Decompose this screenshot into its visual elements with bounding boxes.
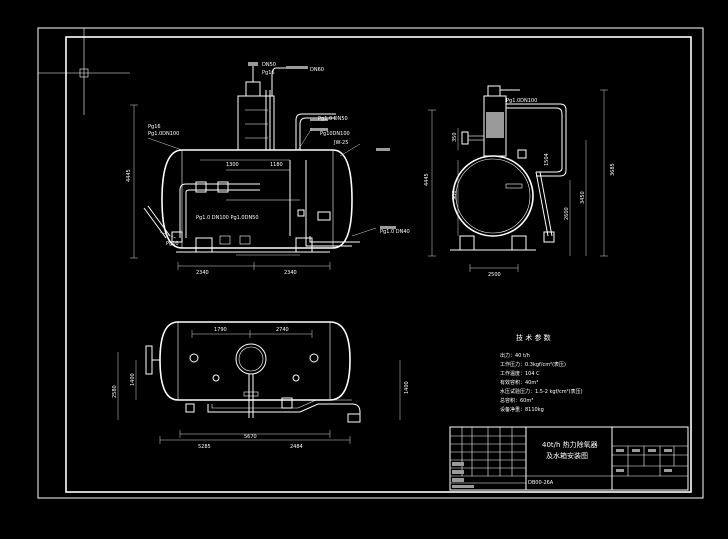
nozzle-label-right-4: Pg1.0 DN40 bbox=[380, 229, 410, 235]
drawing-title-line2: 及水箱安装图 bbox=[546, 451, 588, 460]
plan-dim-bottom-1: 5285 bbox=[198, 444, 211, 450]
tech-param-line: 水压试验压力：1.5-2 kgf/cm²(表压) bbox=[500, 388, 583, 395]
tech-param-line: 工作温度：104 C bbox=[500, 370, 540, 377]
tech-param-line: 出力：40 t/h bbox=[500, 352, 530, 359]
side-view-labels: Pg1.0DN100 4445 3685 350 900 2600 3450 1… bbox=[424, 98, 616, 278]
side-dim-inner-4: 3450 bbox=[580, 191, 586, 204]
sheet-frames bbox=[37, 27, 704, 499]
drawing-title-line1: 40t/h 热力除氧器 bbox=[542, 440, 598, 449]
nozzle-label-low: Pg10 bbox=[166, 241, 179, 247]
drawing-number: DB00-26A bbox=[528, 480, 554, 486]
plan-dim-left-1: 2580 bbox=[112, 385, 118, 398]
front-dim-top-1: 1300 bbox=[226, 162, 239, 168]
nozzle-label-left-1: Pg16 bbox=[148, 124, 161, 130]
nozzle-label-right-2: Pg10DN100 bbox=[320, 131, 350, 137]
side-dim-height-2: 3685 bbox=[610, 163, 616, 176]
side-dim-inner-2: 900 bbox=[452, 190, 458, 200]
nozzle-label-right-3: JW-25 bbox=[333, 140, 348, 146]
nozzle-label-top-1: DN50 bbox=[262, 62, 276, 68]
side-dim-inner-3: 2600 bbox=[564, 207, 570, 220]
side-dim-inner-5: 1504 bbox=[544, 153, 550, 166]
side-dim-bottom: 2500 bbox=[488, 272, 501, 278]
plan-dim-top-2: 2740 bbox=[276, 327, 289, 333]
plan-dim-bottom-2: 2484 bbox=[290, 444, 303, 450]
side-view bbox=[428, 85, 608, 272]
nozzle-label-right-1: Pg1.0 DN50 bbox=[318, 116, 348, 122]
plan-dim-top-1: 1790 bbox=[214, 327, 227, 333]
nozzle-label-mid: Pg1.0 DN100 Pg1.0DN50 bbox=[196, 215, 259, 221]
crosshair-cursor bbox=[38, 28, 130, 115]
front-dim-top-2: 1180 bbox=[270, 162, 283, 168]
plan-dim-left-2: 1400 bbox=[130, 373, 136, 386]
nozzle-label-top-1b: Pg16 bbox=[262, 70, 275, 76]
front-view bbox=[130, 62, 396, 270]
title-block-text: 40t/h 热力除氧器 及水箱安装图 DB00-26A bbox=[528, 440, 598, 486]
plan-view bbox=[117, 321, 401, 444]
front-dim-bottom-1: 2340 bbox=[196, 270, 209, 276]
plan-dim-mid: 5670 bbox=[244, 434, 257, 440]
plan-view-labels: 1790 2740 5670 5285 2484 2580 1400 1400 bbox=[112, 327, 410, 450]
front-view-labels: DN50 Pg16 DN60 Pg16 Pg1.0DN100 Pg1.0 DN5… bbox=[126, 62, 410, 276]
title-block bbox=[449, 426, 689, 491]
plan-dim-right: 1400 bbox=[404, 381, 410, 394]
tech-param-line: 有效容积：40m³ bbox=[500, 379, 538, 386]
side-dim-height-1: 4445 bbox=[424, 173, 430, 186]
tech-param-line: 设备净重：8110kg bbox=[500, 406, 544, 413]
side-dim-inner-1: 350 bbox=[452, 132, 458, 142]
tech-params: 技 术 参 数 出力：40 t/h 工作压力：0.3kgf/cm²(表压) 工作… bbox=[500, 333, 583, 413]
nozzle-label-left-1b: Pg1.0DN100 bbox=[148, 131, 179, 137]
tech-param-line: 工作压力：0.3kgf/cm²(表压) bbox=[500, 361, 566, 368]
side-top-label: Pg1.0DN100 bbox=[506, 98, 537, 104]
front-dim-bottom-2: 2340 bbox=[284, 270, 297, 276]
nozzle-label-top-2: DN60 bbox=[310, 67, 324, 73]
tech-params-title: 技 术 参 数 bbox=[516, 333, 551, 342]
tech-param-line: 总容积：60m³ bbox=[500, 397, 533, 404]
front-dim-left: 4445 bbox=[126, 169, 132, 182]
